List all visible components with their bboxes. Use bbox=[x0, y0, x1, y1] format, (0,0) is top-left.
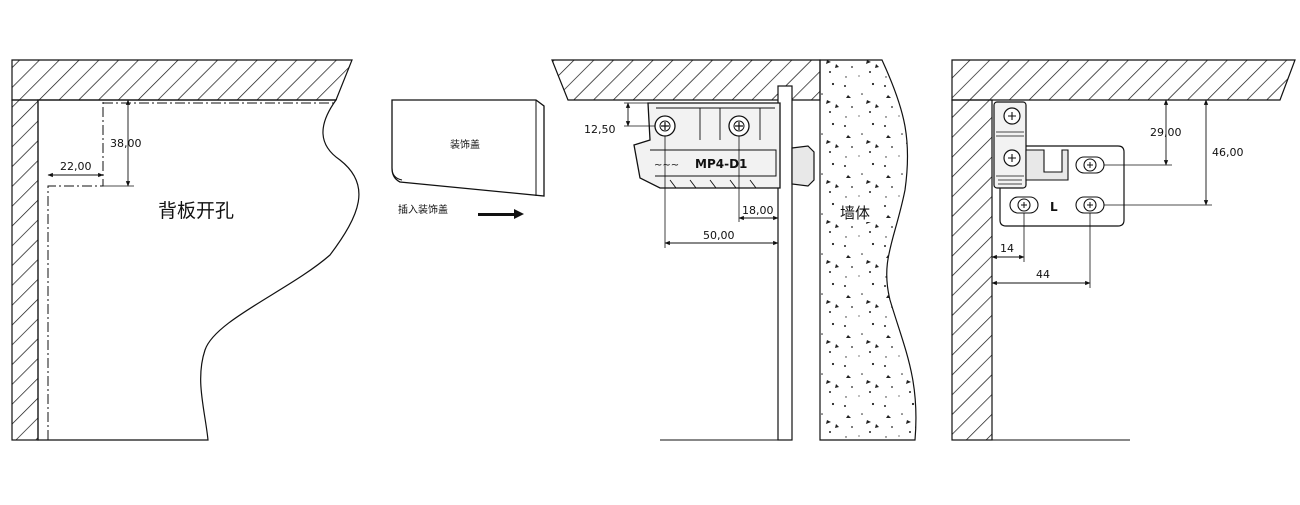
left-wall-hatch-1 bbox=[11, 99, 39, 441]
ceiling-hatch-1 bbox=[11, 59, 353, 101]
bracket-body bbox=[633, 102, 781, 189]
dim-width-label: 22,00 bbox=[60, 160, 92, 173]
slot-screw-icon bbox=[1075, 156, 1105, 174]
panel-front-view: L 29,00 46,00 14 44 bbox=[951, 59, 1296, 441]
dim-14-label: 14 bbox=[1000, 242, 1014, 255]
left-wall-hatch-4 bbox=[951, 99, 993, 441]
insert-cover-label: 插入装饰盖 bbox=[398, 203, 448, 216]
dim-length-label: 50,00 bbox=[703, 229, 735, 242]
cabinet-side-panel bbox=[777, 85, 793, 441]
screw-icon bbox=[728, 115, 750, 137]
concrete-wall bbox=[819, 59, 917, 441]
dim-29-label: 29,00 bbox=[1150, 126, 1182, 139]
svg-text:~~~: ~~~ bbox=[654, 160, 679, 171]
insert-arrow bbox=[478, 209, 524, 219]
screw-icon bbox=[1003, 107, 1021, 125]
screw-icon bbox=[1003, 149, 1021, 167]
panel-outline-1 bbox=[37, 99, 360, 441]
cutout-outline bbox=[47, 99, 336, 440]
dim-top-label: 12,50 bbox=[584, 123, 616, 136]
panel-decorative-cover: 装饰盖 插入装饰盖 bbox=[391, 99, 545, 219]
wall-label: 墙体 bbox=[840, 204, 870, 222]
side-label: L bbox=[1050, 200, 1058, 214]
cover-label: 装饰盖 bbox=[450, 138, 480, 151]
back-panel-cutout-label: 背板开孔 bbox=[158, 200, 234, 222]
panel-side-section: MP4-D1 ~~~ 12,50 18,00 50,00 墙体 bbox=[551, 59, 917, 441]
slot-screw-icon bbox=[1075, 196, 1105, 214]
slot-screw-icon bbox=[1009, 196, 1039, 214]
screw-icon bbox=[654, 115, 676, 137]
panel-back-panel-cutout: 38,00 22,00 背板开孔 bbox=[11, 59, 360, 441]
dim-46-label: 46,00 bbox=[1212, 146, 1244, 159]
adjust-knob bbox=[791, 145, 815, 187]
ceiling-hatch-4 bbox=[951, 59, 1296, 101]
dim-44-label: 44 bbox=[1036, 268, 1050, 281]
model-label: MP4-D1 bbox=[695, 157, 747, 171]
bracket-housing bbox=[993, 101, 1027, 189]
dim-height-label: 38,00 bbox=[110, 137, 142, 150]
dim-depth-label: 18,00 bbox=[742, 204, 774, 217]
